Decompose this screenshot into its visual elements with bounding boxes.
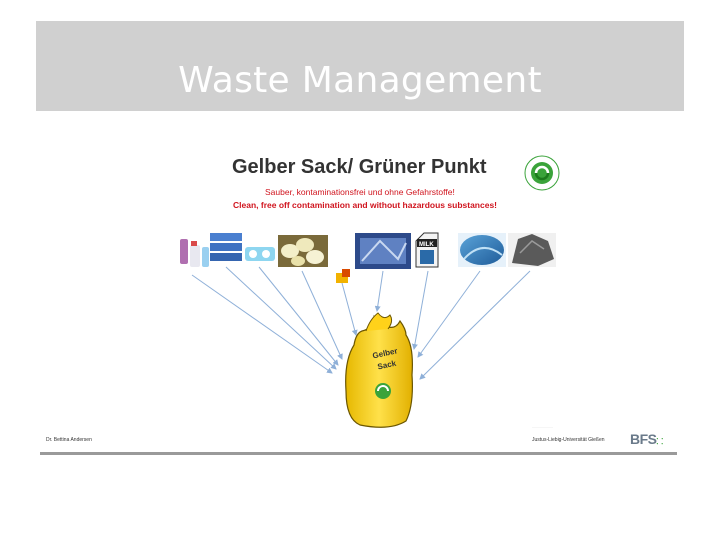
- plastic-trays-image: [210, 233, 242, 261]
- foam-packaging-image: [278, 235, 328, 267]
- metal-scrap-image: [508, 233, 556, 267]
- footer-author: Dr. Bettina Andersen: [46, 438, 92, 443]
- small-box-image: [336, 269, 350, 283]
- blister-pack-image: [245, 247, 275, 261]
- milk-carton-image: MILK: [416, 233, 438, 267]
- gelber-sack-illustration: Gelber Sack/ Grüner Punkt Sauber, kontam…: [40, 135, 680, 460]
- bottles-image: [180, 239, 209, 267]
- slide-title: Waste Management: [36, 63, 684, 99]
- bfs-logo: BFS⸬: [630, 432, 663, 446]
- graphic-line-de: Sauber, kontaminationsfrei und ohne Gefa…: [265, 187, 455, 197]
- milk-label: MILK: [419, 242, 434, 248]
- yellow-sack-image: Gelber Sack: [346, 313, 413, 427]
- title-bar: Waste Management: [36, 21, 684, 111]
- gruener-punkt-logo: [525, 156, 559, 190]
- plastic-bag-image: [458, 233, 506, 267]
- aluminium-foil-image: [355, 233, 411, 269]
- bfs-swoosh-icon: ⸬: [657, 437, 663, 446]
- footer-divider: [40, 452, 677, 455]
- bfs-logo-text: BFS: [630, 431, 657, 447]
- graphic-heading: Gelber Sack/ Grüner Punkt: [232, 156, 487, 178]
- footer-university: Justus-Liebig-Universität Gießen: [532, 438, 605, 443]
- graphic-line-en: Clean, free off contamination and withou…: [233, 200, 497, 210]
- footer-small-print: ·····················: [532, 425, 553, 429]
